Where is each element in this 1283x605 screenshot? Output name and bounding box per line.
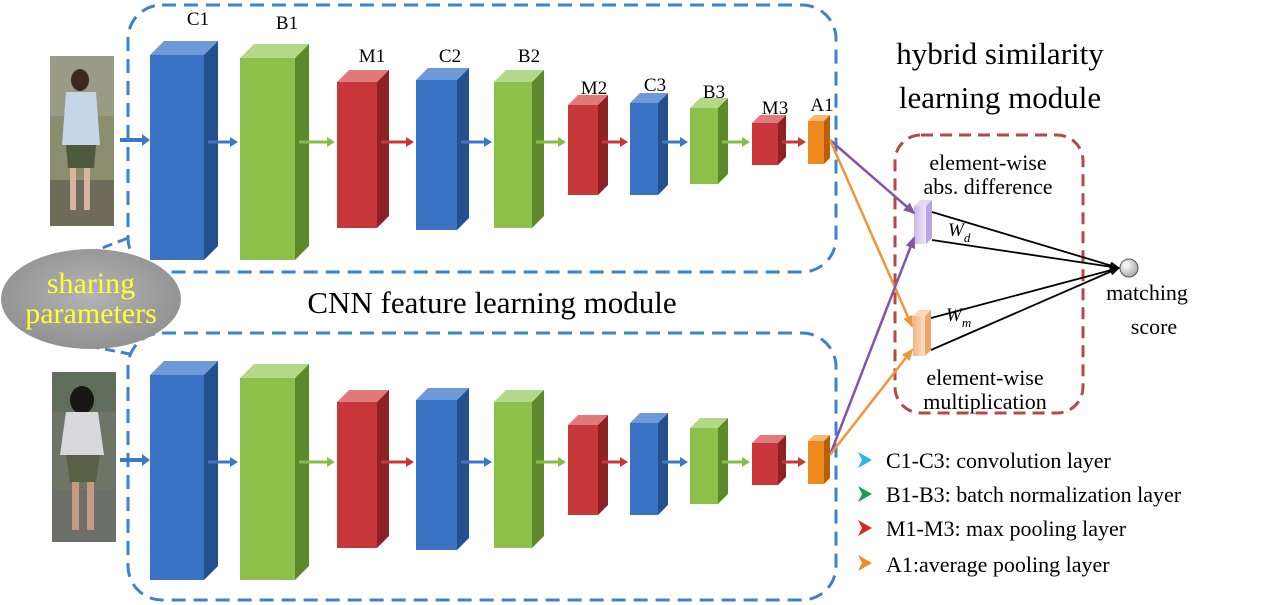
flow-arrow-M3-top <box>782 137 806 147</box>
cnn-module-title: CNN feature learning module <box>307 285 676 320</box>
wm-base: W <box>946 305 964 326</box>
label-C1: C1 <box>187 9 209 30</box>
sharing-label-line2: parameters <box>25 297 157 330</box>
similarity-module-box <box>893 133 1085 415</box>
layer-B2-bottom <box>494 390 544 548</box>
layer-M2-top <box>568 95 608 195</box>
cnn-top-module-box <box>126 3 838 274</box>
a1-top-to-diff-line <box>829 139 916 215</box>
flow-arrow-M2-top <box>602 137 628 147</box>
flow-arrow-M1-top <box>381 137 414 147</box>
wm-sub: m <box>962 315 971 330</box>
layer-C2-bottom <box>416 388 469 550</box>
mult-feature-vector <box>913 310 931 356</box>
layer-M3-top <box>752 115 786 165</box>
input-arrow-top <box>120 134 150 146</box>
label-C2: C2 <box>439 46 461 67</box>
layer-C1-top <box>150 41 218 260</box>
layer-C1-bottom <box>150 361 218 580</box>
label-A1: A1 <box>810 95 833 116</box>
person-image-bottom <box>52 372 116 542</box>
flow-arrow-B1-top <box>299 137 335 147</box>
flow-arrow-C3-top <box>662 137 688 147</box>
layer-C3-top <box>630 93 668 195</box>
layer-M1-bottom <box>337 390 389 548</box>
person-image-top <box>50 56 114 226</box>
layer-B1-bottom <box>240 364 309 580</box>
legend-text-bn: B1-B3: batch normalization layer <box>886 482 1182 507</box>
sharing-label-line1: sharing <box>47 267 135 300</box>
wd-line-lower <box>931 239 1120 271</box>
wm-label: Wm <box>946 305 971 330</box>
layers-top <box>120 41 830 260</box>
layer-B1-top <box>240 44 309 260</box>
flow-arrow-C1-top <box>208 137 238 147</box>
matching-score-node <box>1119 258 1139 278</box>
wd-base: W <box>948 220 966 241</box>
flow-arrow-B2-top <box>536 137 566 147</box>
mult-label-line2: multiplication <box>923 389 1046 414</box>
layer-M1-top <box>337 70 389 228</box>
legend: C1-C3: convolution layer B1-B3: batch no… <box>858 448 1182 577</box>
flow-arrow-C2-bottom <box>461 457 492 467</box>
flow-arrow-M3-bottom <box>782 457 806 467</box>
input-arrow-bottom <box>120 454 150 466</box>
diff-label-line1: element-wise <box>929 150 1046 175</box>
legend-arrow-bn <box>858 486 872 502</box>
legend-item-conv: C1-C3: convolution layer <box>858 448 1112 473</box>
wd-label: Wd <box>948 220 971 245</box>
label-B2: B2 <box>518 46 540 67</box>
score-label-line2: score <box>1131 314 1177 339</box>
flow-arrow-B2-bottom <box>536 457 566 467</box>
layer-M3-bottom <box>752 435 786 485</box>
legend-arrow-avgpool <box>858 555 872 571</box>
layer-C3-bottom <box>630 413 668 515</box>
legend-arrow-maxpool <box>858 520 872 536</box>
legend-arrow-conv <box>858 452 872 468</box>
label-B3: B3 <box>703 82 725 103</box>
layer-B2-top <box>494 70 544 228</box>
layer-C2-top <box>416 68 469 230</box>
mult-label-line1: element-wise <box>926 365 1043 390</box>
legend-text-conv: C1-C3: convolution layer <box>886 448 1112 473</box>
cnn-bottom-module-box <box>126 331 838 602</box>
a1-top-to-mult-line <box>828 139 914 328</box>
flow-arrow-M1-bottom <box>381 457 414 467</box>
label-B1: B1 <box>276 13 298 34</box>
sharing-parameters-ellipse <box>1 249 181 349</box>
a1-bottom-to-mult-line <box>829 348 914 456</box>
hybrid-title-line2: learning module <box>899 80 1101 115</box>
flow-arrow-C3-bottom <box>662 457 688 467</box>
flow-arrow-B3-bottom <box>722 457 750 467</box>
layer-B3-top <box>690 98 728 184</box>
score-label-line1: matching <box>1106 280 1188 305</box>
flow-arrow-B3-top <box>722 137 750 147</box>
wd-sub: d <box>964 230 971 245</box>
layer-M2-bottom <box>568 415 608 515</box>
flow-arrow-M2-bottom <box>602 457 628 467</box>
diff-label-line2: abs. difference <box>923 174 1052 199</box>
label-M1: M1 <box>359 46 385 67</box>
wm-line-lower <box>930 267 1120 351</box>
legend-item-avgpool: A1:average pooling layer <box>858 552 1110 577</box>
layer-A1-top <box>808 115 830 164</box>
flow-arrow-B1-bottom <box>299 457 335 467</box>
label-M2: M2 <box>581 78 607 99</box>
legend-text-avgpool: A1:average pooling layer <box>886 552 1110 577</box>
layers-bottom <box>120 361 830 580</box>
diff-feature-vector <box>914 200 932 244</box>
hybrid-title-line1: hybrid similarity <box>896 36 1104 71</box>
label-C3: C3 <box>644 75 666 96</box>
label-M3: M3 <box>762 98 788 119</box>
legend-item-bn: B1-B3: batch normalization layer <box>858 482 1182 507</box>
wm-line-upper <box>930 266 1120 319</box>
a1-bottom-to-diff-line <box>828 236 916 456</box>
wd-line-upper <box>931 211 1120 270</box>
layer-A1-bottom <box>808 435 830 484</box>
legend-item-maxpool: M1-M3: max pooling layer <box>858 516 1127 541</box>
flow-arrow-C1-bottom <box>208 457 238 467</box>
legend-text-maxpool: M1-M3: max pooling layer <box>886 516 1127 541</box>
flow-arrow-C2-top <box>461 137 492 147</box>
